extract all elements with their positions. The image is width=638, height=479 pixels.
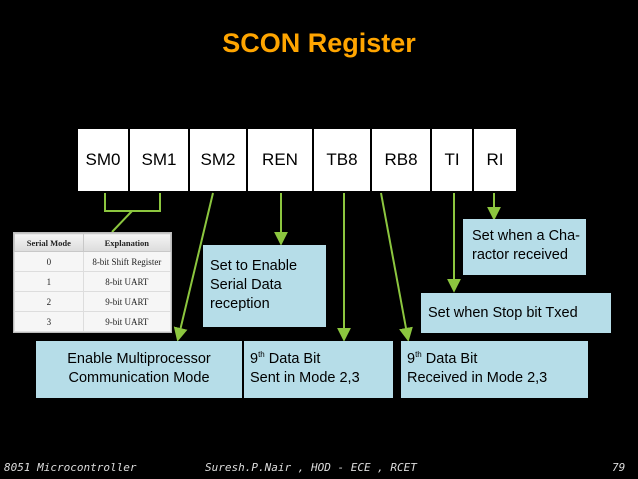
ti-line: Set when Stop bit Txed [428,305,578,321]
ren-line: reception [210,296,270,312]
sm2-line: Enable Multiprocessor [67,351,211,367]
bit-rb8: RB8 [372,129,432,191]
sm2-description-box: Enable Multiprocessor Communication Mode [36,341,242,398]
arrow-sm2 [173,192,214,342]
bit-ti: TI [432,129,474,191]
page-number: 79 [612,461,626,474]
column-header: Serial Mode [14,233,84,252]
bit-sm2: SM2 [190,129,248,191]
ri-line: ractor received [472,247,568,263]
column-header: Explanation [82,233,172,252]
table-row: 2 9-bit UART [14,291,172,312]
table-row: 0 8-bit Shift Register [14,251,172,272]
mode-cell: 1 [14,271,84,292]
tb8-label: Data Bit [264,351,321,367]
bit-ri: RI [486,150,504,169]
rb8-ordinal: th [415,350,422,360]
page-title: SCON Register [222,28,416,58]
serial-mode-table: Serial Mode Explanation 0 8-bit Shift Re… [13,232,172,333]
tb8-line1: 9th Data Bit [250,350,393,369]
explanation-cell: 9-bit UART [82,311,172,332]
bit-sm1: SM1 [130,129,190,191]
tb8-line2: Sent in Mode 2,3 [250,370,360,386]
mode-cell: 0 [14,251,84,272]
table-row: 1 8-bit UART [14,271,172,292]
ren-description-box: Set to Enable Serial Data reception [203,245,326,327]
rb8-number: 9 [407,351,416,367]
scon-register-bits: SM0 SM1 SM2 REN TB8 RB8 TI RI [78,129,516,191]
rb8-description-box: 9th Data Bit Received in Mode 2,3 [401,341,588,398]
ti-description-box: Set when Stop bit Txed [421,293,611,333]
ren-line: Serial Data [210,277,282,293]
tb8-number: 9 [250,351,259,367]
explanation-cell: 8-bit Shift Register [82,251,172,272]
rb8-label: Data Bit [421,351,478,367]
sm-mode-bracket [104,193,161,233]
table-row: 3 9-bit UART [14,311,172,332]
sm2-line: Communication Mode [68,370,210,386]
ren-line: Set to Enable [210,258,298,274]
bit-sm0: SM0 [78,129,130,191]
table-header-row: Serial Mode Explanation [14,233,172,252]
explanation-cell: 9-bit UART [82,291,172,312]
mode-cell: 3 [14,311,84,332]
footer-left: 8051 Microcontroller [4,461,137,474]
explanation-cell: 8-bit UART [82,271,172,292]
bit-ren: REN [248,129,314,191]
tb8-description-box: 9th Data Bit Sent in Mode 2,3 [244,341,393,398]
rb8-line2: Received in Mode 2,3 [407,370,548,386]
ri-description-box: Set when a Cha- ractor received [463,219,586,275]
footer-center: Suresh.P.Nair , HOD - ECE , RCET [205,461,417,474]
bit-tb8: TB8 [314,129,372,191]
tb8-ordinal: th [258,350,265,360]
arrow-rb8 [380,192,413,342]
rb8-line1: 9th Data Bit [407,350,588,369]
ri-line: Set when a Cha- [472,228,581,244]
mode-cell: 2 [14,291,84,312]
